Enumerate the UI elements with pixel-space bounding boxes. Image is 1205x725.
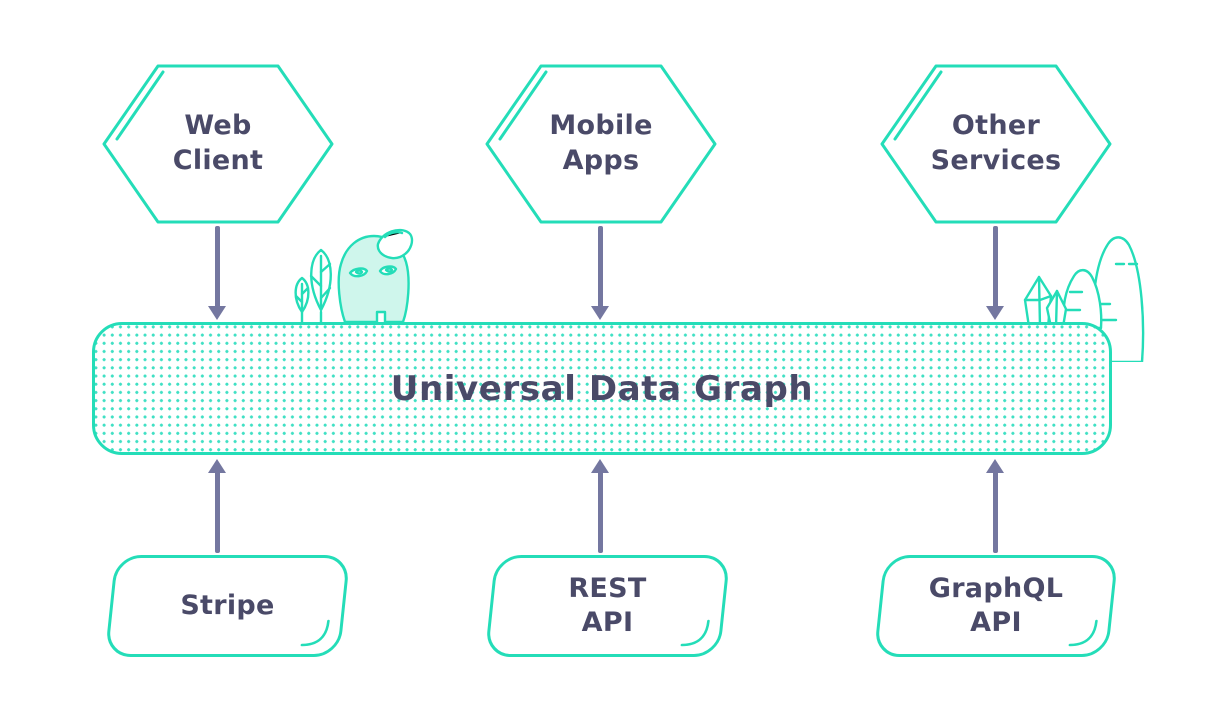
corner-accent-icon: [680, 619, 710, 647]
corner-accent-icon: [1068, 619, 1098, 647]
node-web-client: Web Client: [101, 63, 335, 225]
mascot-with-plants-icon: [294, 228, 414, 324]
hexagon-shape: [102, 64, 334, 224]
node-label: Other Services: [930, 110, 1062, 176]
hexagon-accent-line: [498, 70, 548, 141]
node-stripe: Stripe: [104, 555, 351, 657]
hub-universal-data-graph: Universal Data Graph: [92, 322, 1112, 455]
node-label: Mobile Apps: [549, 110, 653, 176]
node-label: Web Client: [172, 110, 264, 176]
node-mobile-apps: Mobile Apps: [484, 63, 718, 225]
hexagon-shape: [485, 64, 717, 224]
corner-accent-icon: [300, 619, 330, 647]
node-graphql-api: GraphQL API: [873, 555, 1119, 657]
node-rest-api: REST API: [484, 555, 731, 657]
node-other-services: Other Services: [879, 63, 1113, 225]
hub-label: Universal Data Graph: [390, 368, 814, 409]
crystals-and-hills-icon: [1023, 236, 1145, 362]
hexagon-accent-line: [115, 70, 165, 141]
hexagon-accent-line: [893, 70, 943, 141]
hexagon-shape: [880, 64, 1112, 224]
